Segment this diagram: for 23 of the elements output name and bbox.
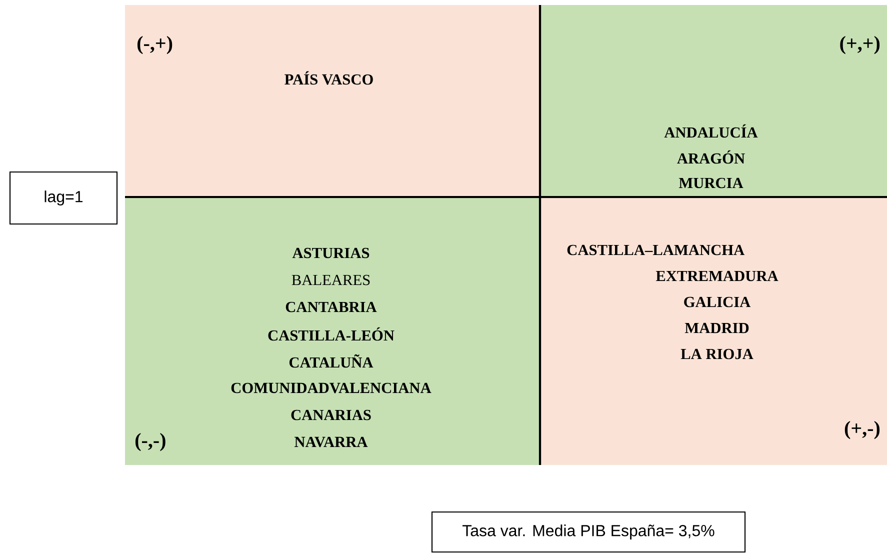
region-name: CASTILLA–LAMANCHA <box>567 244 745 256</box>
region-name: GALICIA <box>684 296 751 308</box>
region-name: CANTABRIA <box>286 302 377 312</box>
region-name: LA RIOJA <box>680 348 754 360</box>
quadrant-sign: (+,+) <box>840 36 880 54</box>
region-name: MADRID <box>684 322 749 334</box>
region-name: COMUNIDADVALENCIANA <box>231 382 432 394</box>
quadrant-sign: (+,-) <box>844 420 880 440</box>
region-name: CASTILLA-LEÓN <box>268 327 394 341</box>
region-name: NAVARRA <box>294 436 368 448</box>
region-name: CATALUÑA <box>289 354 374 368</box>
region-name: EXTREMADURA <box>656 270 778 282</box>
quadrant-sign: (-,-) <box>135 432 166 452</box>
region-name: ANDALUCÍA <box>664 124 758 138</box>
box-text: lag=1 <box>44 190 82 206</box>
region-name: ARAGÓN <box>677 150 745 164</box>
region-name: ASTURIAS <box>292 248 370 258</box>
region-name: BALEARES <box>292 274 370 286</box>
box-text: Tasa var. Media PIB España= 3,5% <box>462 524 714 540</box>
region-name: PAÍS VASCO <box>284 71 373 85</box>
region-name: CANARIAS <box>291 410 371 420</box>
region-name: MURCIA <box>678 178 744 188</box>
quadrant-sign: (-,+) <box>137 36 172 54</box>
